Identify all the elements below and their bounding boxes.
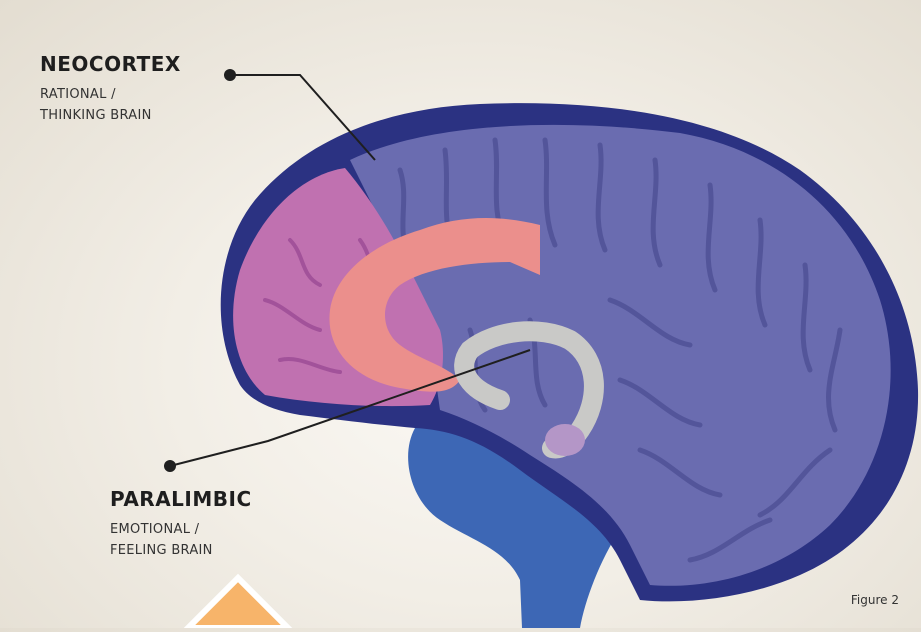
thalamus-shape [545, 424, 585, 456]
neocortex-pointer-dot [224, 69, 236, 81]
neocortex-subtitle-line2: THINKING BRAIN [40, 105, 181, 126]
figure-caption: Figure 2 [851, 593, 899, 607]
paralimbic-subtitle-line2: FEELING BRAIN [110, 540, 252, 561]
neocortex-label: NEOCORTEX RATIONAL / THINKING BRAIN [40, 52, 181, 126]
paralimbic-pointer-dot [164, 460, 176, 472]
paralimbic-title: PARALIMBIC [110, 487, 252, 511]
neocortex-title: NEOCORTEX [40, 52, 181, 76]
neocortex-subtitle-line1: RATIONAL / [40, 84, 181, 105]
orange-arrow-shape [188, 578, 288, 628]
paralimbic-subtitle-line1: EMOTIONAL / [110, 519, 252, 540]
paralimbic-label: PARALIMBIC EMOTIONAL / FEELING BRAIN [110, 487, 252, 561]
